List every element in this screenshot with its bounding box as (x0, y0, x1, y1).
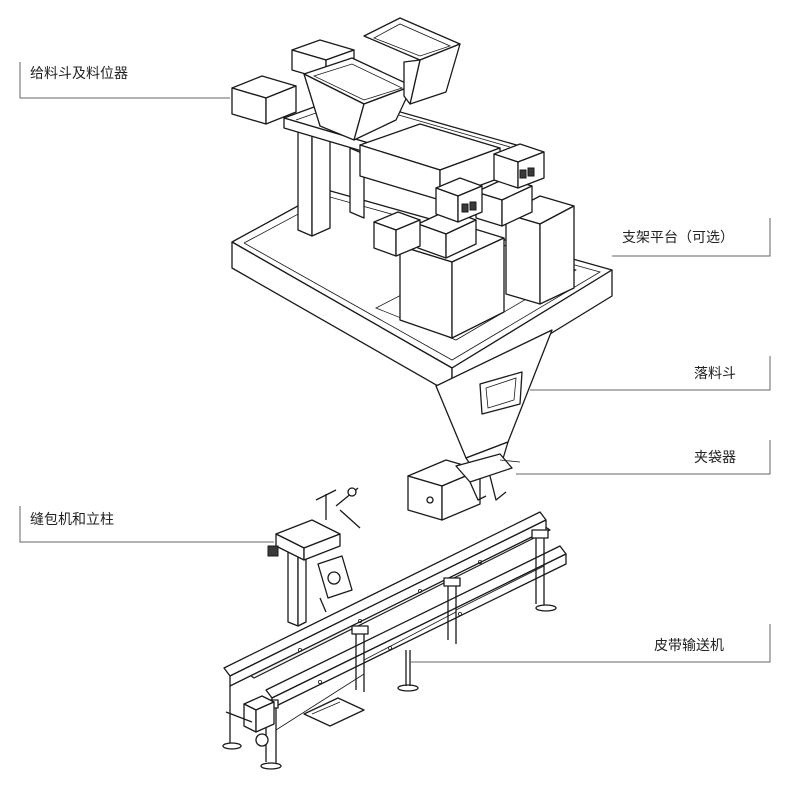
belt-conveyor-drawing (222, 511, 567, 770)
label-text-support-platform: 支架平台（可选） (622, 230, 734, 246)
label-text-sewing-machine: 缝包机和立柱 (30, 512, 114, 528)
label-belt-conveyor: 皮带输送机 (410, 624, 771, 663)
label-feed-hopper: 给料斗及料位器 (19, 62, 230, 99)
label-discharge-hopper: 落料斗 (530, 356, 771, 391)
feed-hopper-drawing (231, 17, 521, 237)
label-text-bag-clamp: 夹袋器 (694, 450, 736, 466)
label-text-belt-conveyor: 皮带输送机 (654, 638, 724, 654)
label-text-feed-hopper: 给料斗及料位器 (30, 66, 128, 82)
weighing-units-drawing (373, 143, 577, 341)
label-sewing-machine: 缝包机和立柱 (19, 506, 274, 543)
label-support-platform: 支架平台（可选） (612, 218, 771, 257)
bag-clamp-drawing (407, 453, 521, 521)
label-bag-clamp: 夹袋器 (516, 440, 771, 475)
sewing-machine-drawing (267, 487, 361, 627)
label-text-discharge-hopper: 落料斗 (694, 366, 736, 382)
